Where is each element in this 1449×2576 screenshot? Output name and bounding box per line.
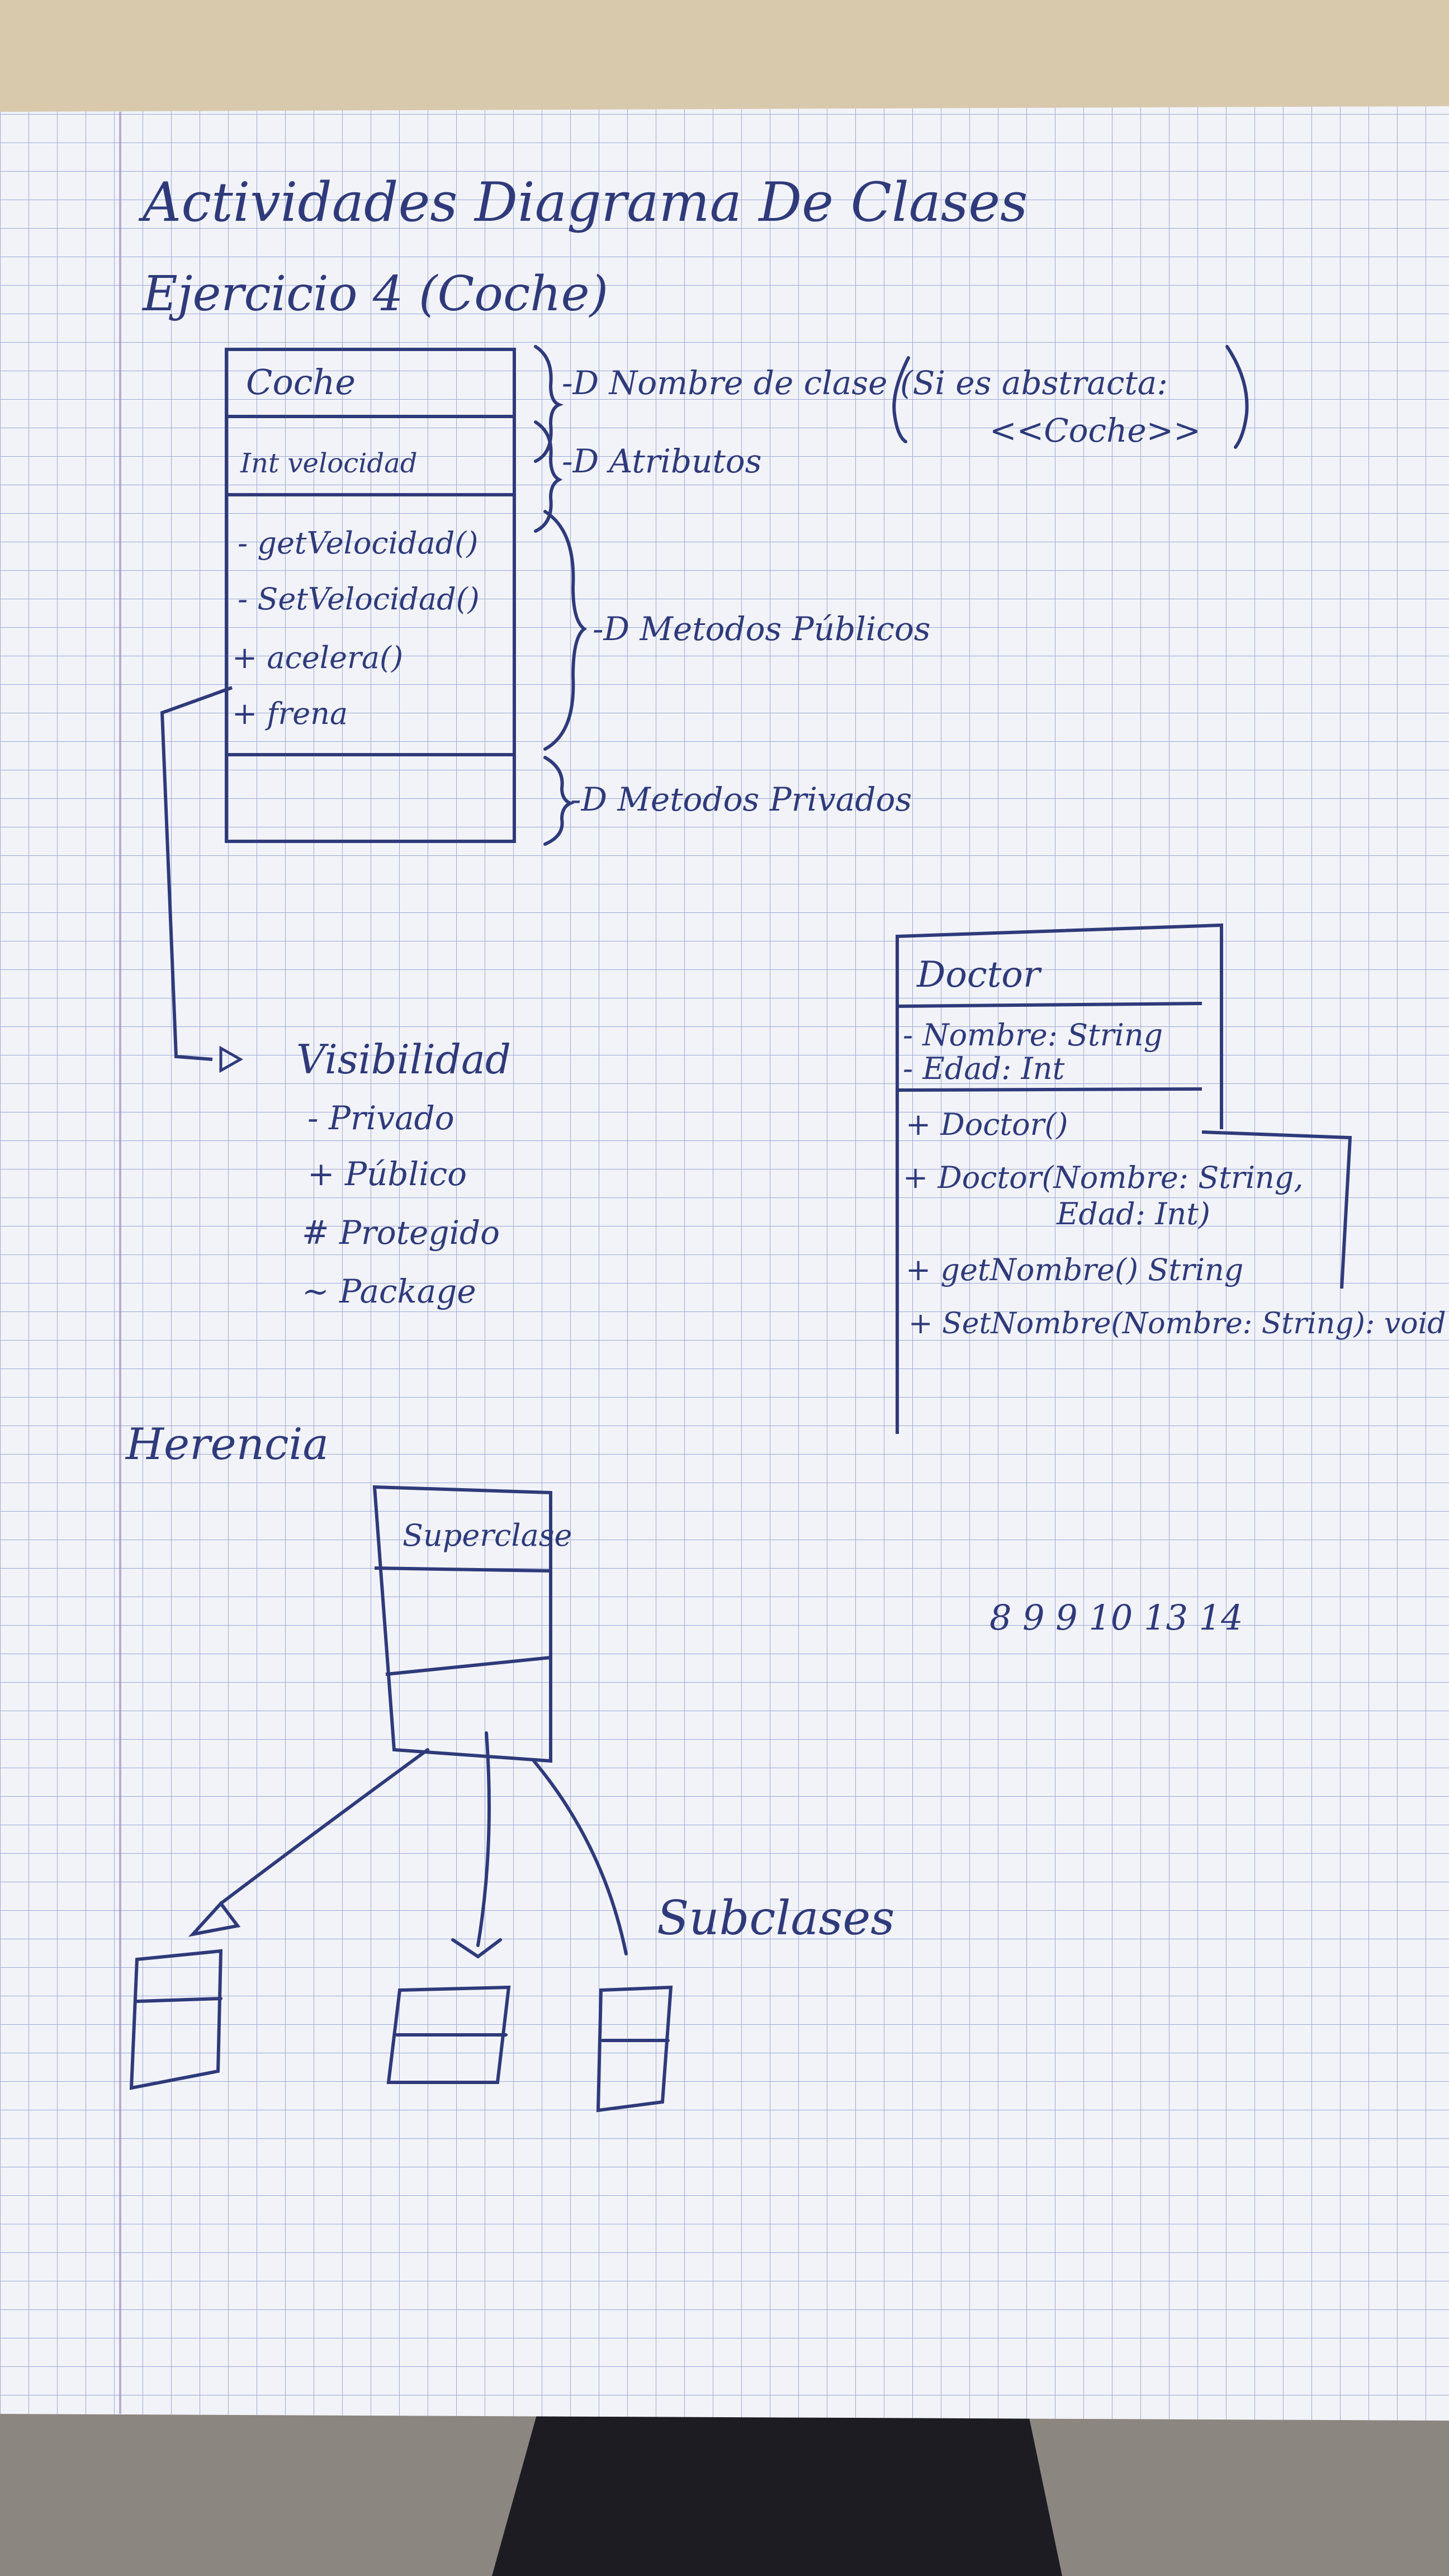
visibility-connector [160,686,233,1061]
visibility-item: - Privado [307,1099,454,1137]
visibility-item: # Protegido [302,1214,500,1252]
label-metodos-publicos: -D Metodos Públicos [593,610,931,648]
visibility-item: ~ Package [302,1272,476,1310]
doctor-class-diagram [896,923,1352,1434]
superclass-label: Superclase [402,1518,572,1553]
doctor-method: + Doctor() [906,1107,1068,1142]
number-sequence: 8 9 9 10 13 14 [989,1597,1243,1638]
doctor-attribute: - Edad: Int [903,1051,1065,1086]
label-metodos-privados: -D Metodos Privados [570,780,912,818]
label-abstract-example: <<Coche>> [989,411,1201,449]
coche-method: + frena [232,696,348,731]
inheritance-title: Herencia [125,1419,329,1470]
inheritance-links [129,1731,673,2113]
coche-attribute: Int velocidad [240,448,418,479]
label-nombre-de-clase: -D Nombre de clase [562,364,887,402]
coche-class-name: Coche [246,362,356,402]
doctor-method: + getNombre() String [906,1252,1243,1287]
superclass-box [372,1485,552,1763]
doctor-class-name: Doctor [916,954,1042,996]
coche-method: - SetVelocidad() [238,581,480,617]
doctor-method: + SetNombre(Nombre: String): void [908,1307,1446,1341]
person-legs [492,2415,1062,2576]
paper-sheet [0,106,1449,2421]
subclasses-label: Subclases [657,1891,894,1945]
doctor-method: Edad: Int) [1056,1196,1210,1232]
doctor-method: + Doctor(Nombre: String, [903,1160,1304,1195]
annotation-braces [534,345,1249,846]
sheet-title: Actividades Diagrama De Clases [138,171,1027,234]
label-atributos: -D Atributos [562,442,761,480]
doctor-attribute: - Nombre: String [903,1017,1163,1053]
exercise-heading: Ejercicio 4 (Coche) [141,266,608,322]
coche-class-diagram [225,348,516,843]
coche-method: - getVelocidad() [238,525,478,561]
coche-method: + acelera() [232,640,403,675]
label-abstract-note: (Si es abstracta: [900,364,1168,402]
visibility-arrow-icon [219,1045,244,1073]
visibility-item: + Público [307,1155,467,1193]
visibility-title: Visibilidad [296,1036,511,1083]
